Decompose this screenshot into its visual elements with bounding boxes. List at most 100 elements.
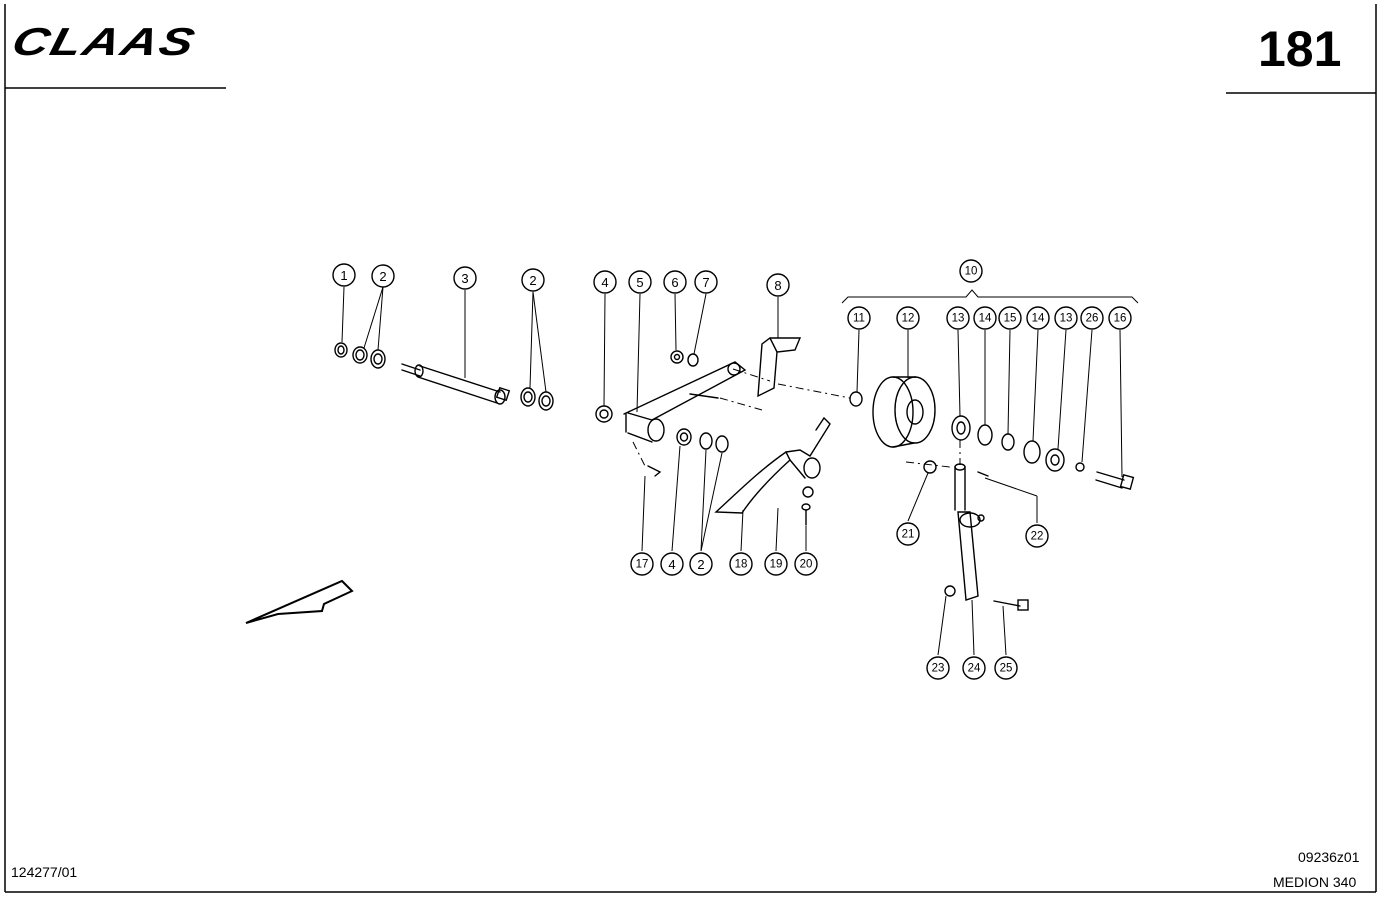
callout-17: 17 bbox=[630, 552, 654, 576]
callout-21: 21 bbox=[896, 522, 920, 546]
callout-circle bbox=[766, 273, 790, 297]
callout-23: 23 bbox=[926, 656, 950, 680]
part-washer-7 bbox=[687, 353, 699, 367]
part-bearing-13a bbox=[951, 415, 971, 441]
callout-number: 25 bbox=[1000, 663, 1013, 675]
callout-circle bbox=[962, 656, 986, 680]
callout-10: 10 bbox=[959, 259, 983, 283]
callout-5: 5 bbox=[628, 270, 652, 294]
callout-15: 15 bbox=[998, 306, 1022, 330]
callout-circle bbox=[896, 306, 920, 330]
direction-arrow bbox=[245, 579, 354, 624]
part-nut-19 bbox=[802, 486, 814, 498]
callout-2: 2 bbox=[521, 268, 545, 292]
callout-number: 14 bbox=[1032, 313, 1045, 325]
part-tube-24 bbox=[954, 463, 985, 601]
callout-number: 4 bbox=[668, 557, 675, 572]
callout-circle bbox=[998, 306, 1022, 330]
part-lever-18 bbox=[714, 416, 831, 514]
part-washer-2f bbox=[715, 435, 729, 453]
callout-2: 2 bbox=[371, 264, 395, 288]
footer-left-ref: 124277/01 bbox=[11, 864, 78, 880]
callout-circle bbox=[628, 270, 652, 294]
callout-circle bbox=[371, 264, 395, 288]
callout-circle bbox=[1108, 306, 1132, 330]
page-number: 181 bbox=[1258, 21, 1342, 77]
callout-number: 5 bbox=[636, 275, 643, 290]
callout-26: 26 bbox=[1080, 306, 1104, 330]
callout-number: 16 bbox=[1114, 313, 1127, 325]
part-bracket-8 bbox=[757, 337, 802, 398]
callout-7: 7 bbox=[694, 270, 718, 294]
callout-number: 13 bbox=[1060, 313, 1073, 325]
callout-circle bbox=[729, 552, 753, 576]
callout-8: 8 bbox=[766, 273, 790, 297]
leader-lines bbox=[341, 286, 1139, 656]
callout-circle bbox=[896, 522, 920, 546]
callout-number: 2 bbox=[529, 273, 536, 288]
callout-number: 20 bbox=[800, 559, 813, 571]
callout-14: 14 bbox=[973, 306, 997, 330]
callout-number: 6 bbox=[671, 275, 678, 290]
footer-right-ref: 09236z01 bbox=[1298, 849, 1360, 865]
callout-circle bbox=[332, 263, 356, 287]
callout-circle bbox=[663, 270, 687, 294]
callout-number: 2 bbox=[379, 269, 386, 284]
callout-number: 1 bbox=[340, 268, 347, 283]
callout-circle bbox=[926, 656, 950, 680]
callout-number: 22 bbox=[1031, 531, 1044, 543]
callout-circle bbox=[694, 270, 718, 294]
callout-11: 11 bbox=[847, 306, 871, 330]
callout-circle bbox=[1025, 524, 1049, 548]
callout-2: 2 bbox=[689, 552, 713, 576]
part-spacer-15 bbox=[1001, 433, 1015, 451]
centerlines bbox=[632, 368, 961, 468]
part-nut-23 bbox=[944, 585, 956, 597]
parts-drawing bbox=[245, 337, 1135, 624]
callout-circle bbox=[794, 552, 818, 576]
callout-18: 18 bbox=[729, 552, 753, 576]
callout-number: 13 bbox=[952, 313, 965, 325]
part-bolt-16 bbox=[1095, 471, 1135, 490]
callout-circle bbox=[521, 268, 545, 292]
callout-circle bbox=[764, 552, 788, 576]
callout-number: 2 bbox=[697, 557, 704, 572]
callout-number: 10 bbox=[965, 266, 978, 278]
callout-number: 19 bbox=[770, 559, 783, 571]
callout-circle bbox=[973, 306, 997, 330]
callout-4: 4 bbox=[593, 270, 617, 294]
callout-22: 22 bbox=[1025, 524, 1049, 548]
callout-number: 23 bbox=[932, 663, 945, 675]
callout-number: 15 bbox=[1004, 313, 1017, 325]
callout-19: 19 bbox=[764, 552, 788, 576]
part-bearing-13b bbox=[1045, 448, 1065, 472]
callout-14: 14 bbox=[1026, 306, 1050, 330]
part-washer-2a bbox=[352, 346, 368, 364]
callout-circle bbox=[994, 656, 1018, 680]
part-shaft-3 bbox=[401, 363, 511, 405]
callout-6: 6 bbox=[663, 270, 687, 294]
callout-number: 11 bbox=[853, 313, 865, 325]
part-circlip-14a bbox=[977, 424, 993, 446]
part-splitpin-17 bbox=[647, 465, 662, 477]
callout-number: 8 bbox=[774, 278, 781, 293]
callout-circle bbox=[946, 306, 970, 330]
part-washer-2d bbox=[538, 391, 554, 411]
callout-number: 26 bbox=[1086, 313, 1099, 325]
part-washer-2b bbox=[370, 349, 386, 369]
callout-circle bbox=[847, 306, 871, 330]
callout-number: 7 bbox=[702, 275, 709, 290]
callout-20: 20 bbox=[794, 552, 818, 576]
callout-circle bbox=[1026, 306, 1050, 330]
callout-4: 4 bbox=[660, 552, 684, 576]
callout-3: 3 bbox=[453, 266, 477, 290]
callout-circle bbox=[1054, 306, 1078, 330]
callout-number: 14 bbox=[979, 313, 992, 325]
callout-1: 1 bbox=[332, 263, 356, 287]
part-bushing-11 bbox=[849, 391, 863, 407]
callout-number: 24 bbox=[968, 663, 981, 675]
callout-circle bbox=[660, 552, 684, 576]
